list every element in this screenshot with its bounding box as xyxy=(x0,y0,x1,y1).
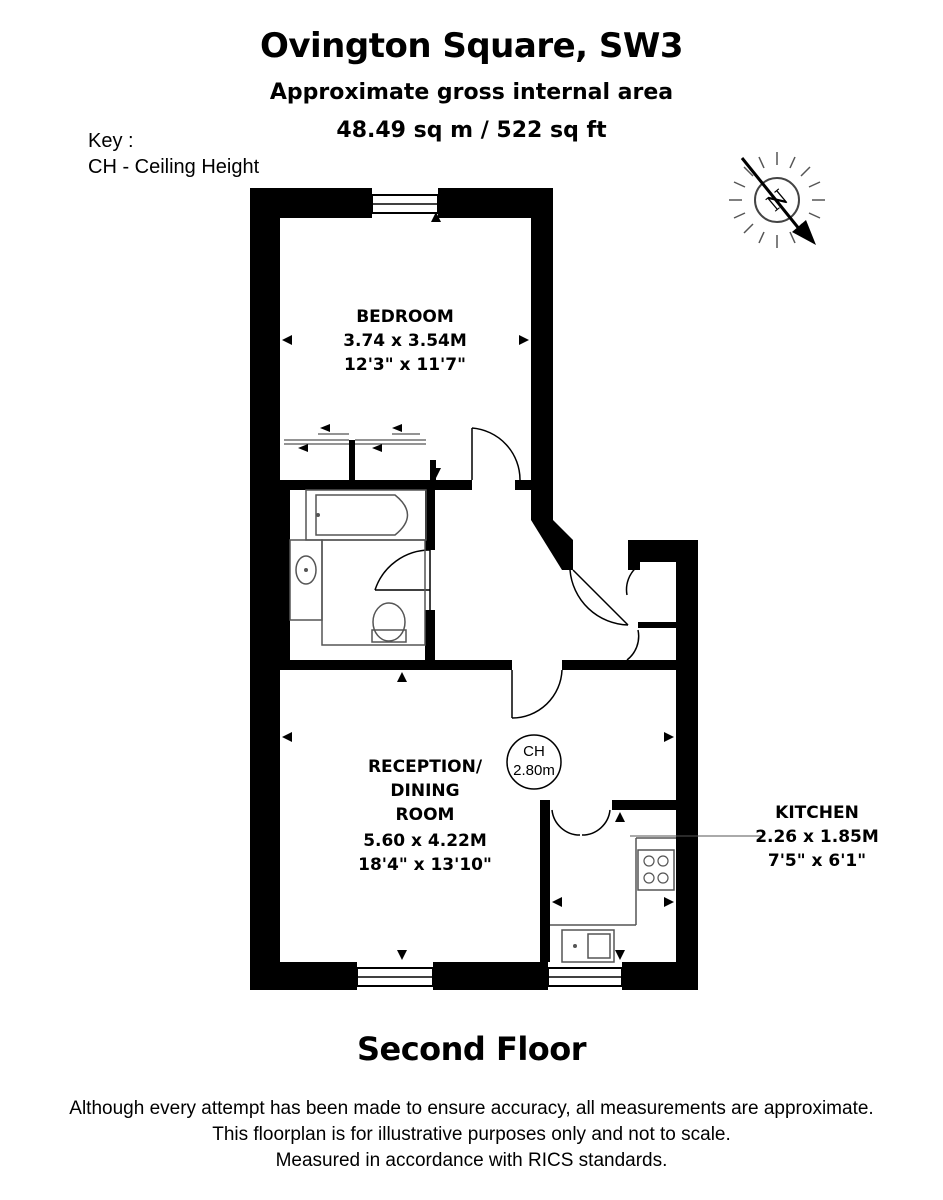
area-value: 48.49 sq m / 522 sq ft xyxy=(336,118,607,143)
disclaimer-line2: This floorplan is for illustrative purpo… xyxy=(212,1124,731,1145)
ceiling-value: 2.80m xyxy=(513,762,555,779)
kitchen-metric: 2.26 x 1.85M xyxy=(755,827,879,847)
bath-icon xyxy=(316,513,320,517)
disclaimer-line3: Measured in accordance with RICS standar… xyxy=(275,1150,668,1171)
kitchen-imperial: 7'5" x 6'1" xyxy=(768,851,866,871)
reception-name-line3: ROOM xyxy=(396,805,455,825)
key-heading: Key : xyxy=(88,130,134,152)
window-bottom-reception xyxy=(356,967,434,987)
dimension-arrows xyxy=(282,212,674,960)
hob-icon xyxy=(643,855,669,884)
doors xyxy=(374,427,640,836)
bedroom-name: BEDROOM xyxy=(356,307,454,327)
kitchen-fixtures xyxy=(550,837,676,963)
sink-icon xyxy=(573,944,577,948)
key-item: CH - Ceiling Height xyxy=(88,156,260,178)
disclaimer-line1: Although every attempt has been made to … xyxy=(69,1098,874,1119)
bedroom-metric: 3.74 x 3.54M xyxy=(343,331,467,351)
bathroom-fixtures xyxy=(289,489,427,646)
kitchen-name: KITCHEN xyxy=(775,803,859,823)
wardrobes xyxy=(284,433,426,445)
area-subtitle: Approximate gross internal area xyxy=(269,80,674,105)
reception-metric: 5.60 x 4.22M xyxy=(363,831,487,851)
bedroom-imperial: 12'3" x 11'7" xyxy=(344,355,466,375)
walls xyxy=(250,188,698,990)
basin-icon xyxy=(304,568,308,572)
ceiling-label: CH xyxy=(523,743,545,760)
floor-label: Second Floor xyxy=(356,1030,587,1068)
window-top xyxy=(371,194,439,214)
window-bottom-kitchen xyxy=(547,967,623,987)
reception-name-line1: RECEPTION/ xyxy=(368,757,483,777)
reception-imperial: 18'4" x 13'10" xyxy=(358,855,492,875)
plan-title: Ovington Square, SW3 xyxy=(259,26,684,66)
ceiling-height-marker xyxy=(506,734,562,790)
compass-icon xyxy=(729,152,825,248)
reception-name-line2: DINING xyxy=(390,781,459,801)
